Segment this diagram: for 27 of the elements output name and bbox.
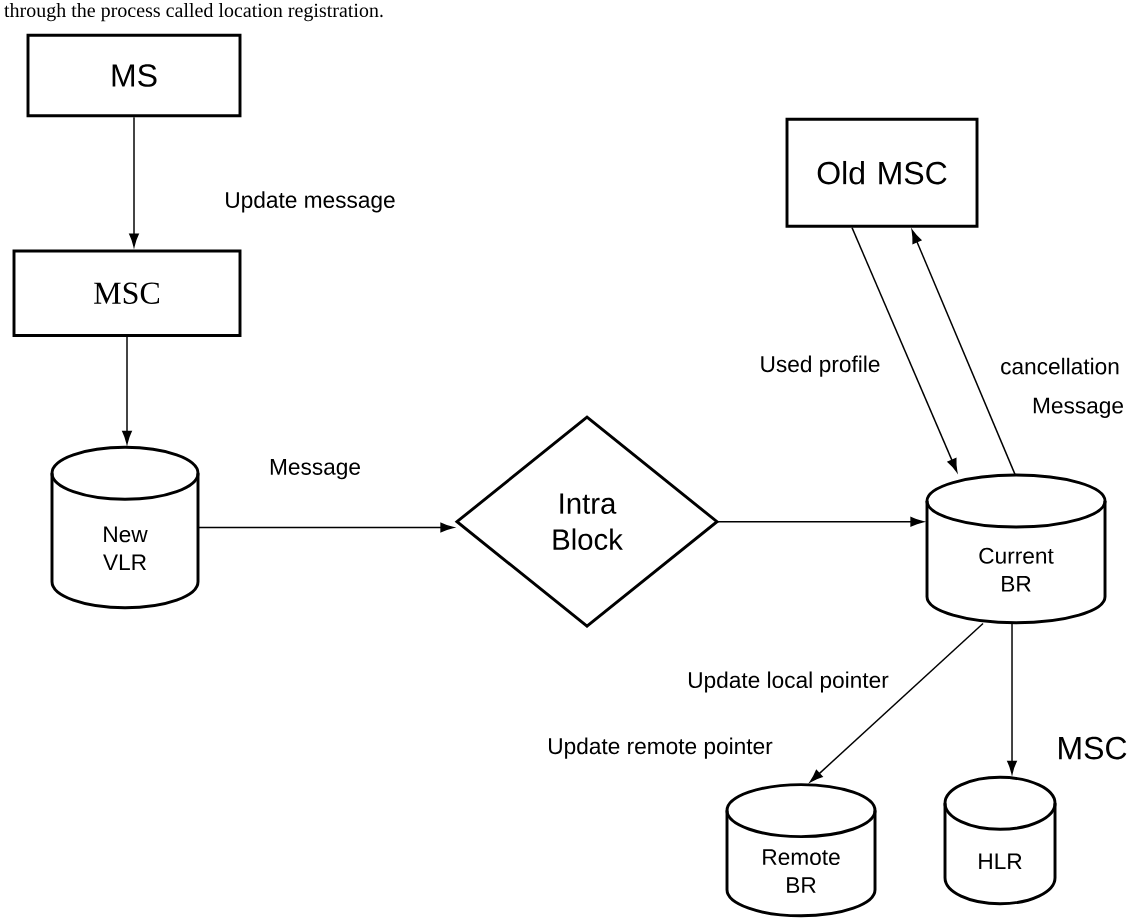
process-box: MS bbox=[26, 33, 242, 118]
edge-label: cancellation bbox=[998, 356, 1122, 376]
edge-label: Update message bbox=[223, 190, 397, 214]
arrow bbox=[129, 116, 139, 247]
arrow bbox=[809, 622, 984, 783]
database-cylinder: Remote BR bbox=[725, 783, 877, 918]
arrow bbox=[851, 226, 958, 472]
edge-label: Update remote pointer bbox=[545, 736, 775, 760]
edge-label: Used profile bbox=[758, 354, 882, 378]
edge-label: Message bbox=[267, 457, 363, 481]
text-label: Message bbox=[1030, 396, 1126, 420]
process-box: Old MSC bbox=[785, 117, 979, 228]
database-cylinder: Current BR bbox=[925, 473, 1107, 625]
database-cylinder: HLR bbox=[943, 775, 1057, 906]
node-label: Current BR bbox=[979, 547, 1054, 592]
node-label: Remote BR bbox=[763, 849, 840, 893]
process-box: MSC bbox=[12, 249, 242, 337]
database-cylinder: New VLR bbox=[50, 445, 200, 610]
arrow bbox=[197, 522, 454, 533]
edge-label: MSC bbox=[1055, 735, 1129, 761]
node-label: HLR bbox=[979, 853, 1022, 870]
arrow bbox=[911, 230, 1016, 476]
arrow bbox=[1007, 622, 1017, 774]
text-label: Update local pointer bbox=[685, 670, 891, 694]
arrow bbox=[716, 516, 924, 527]
arrow bbox=[122, 336, 132, 444]
node-label: New VLR bbox=[103, 526, 148, 571]
